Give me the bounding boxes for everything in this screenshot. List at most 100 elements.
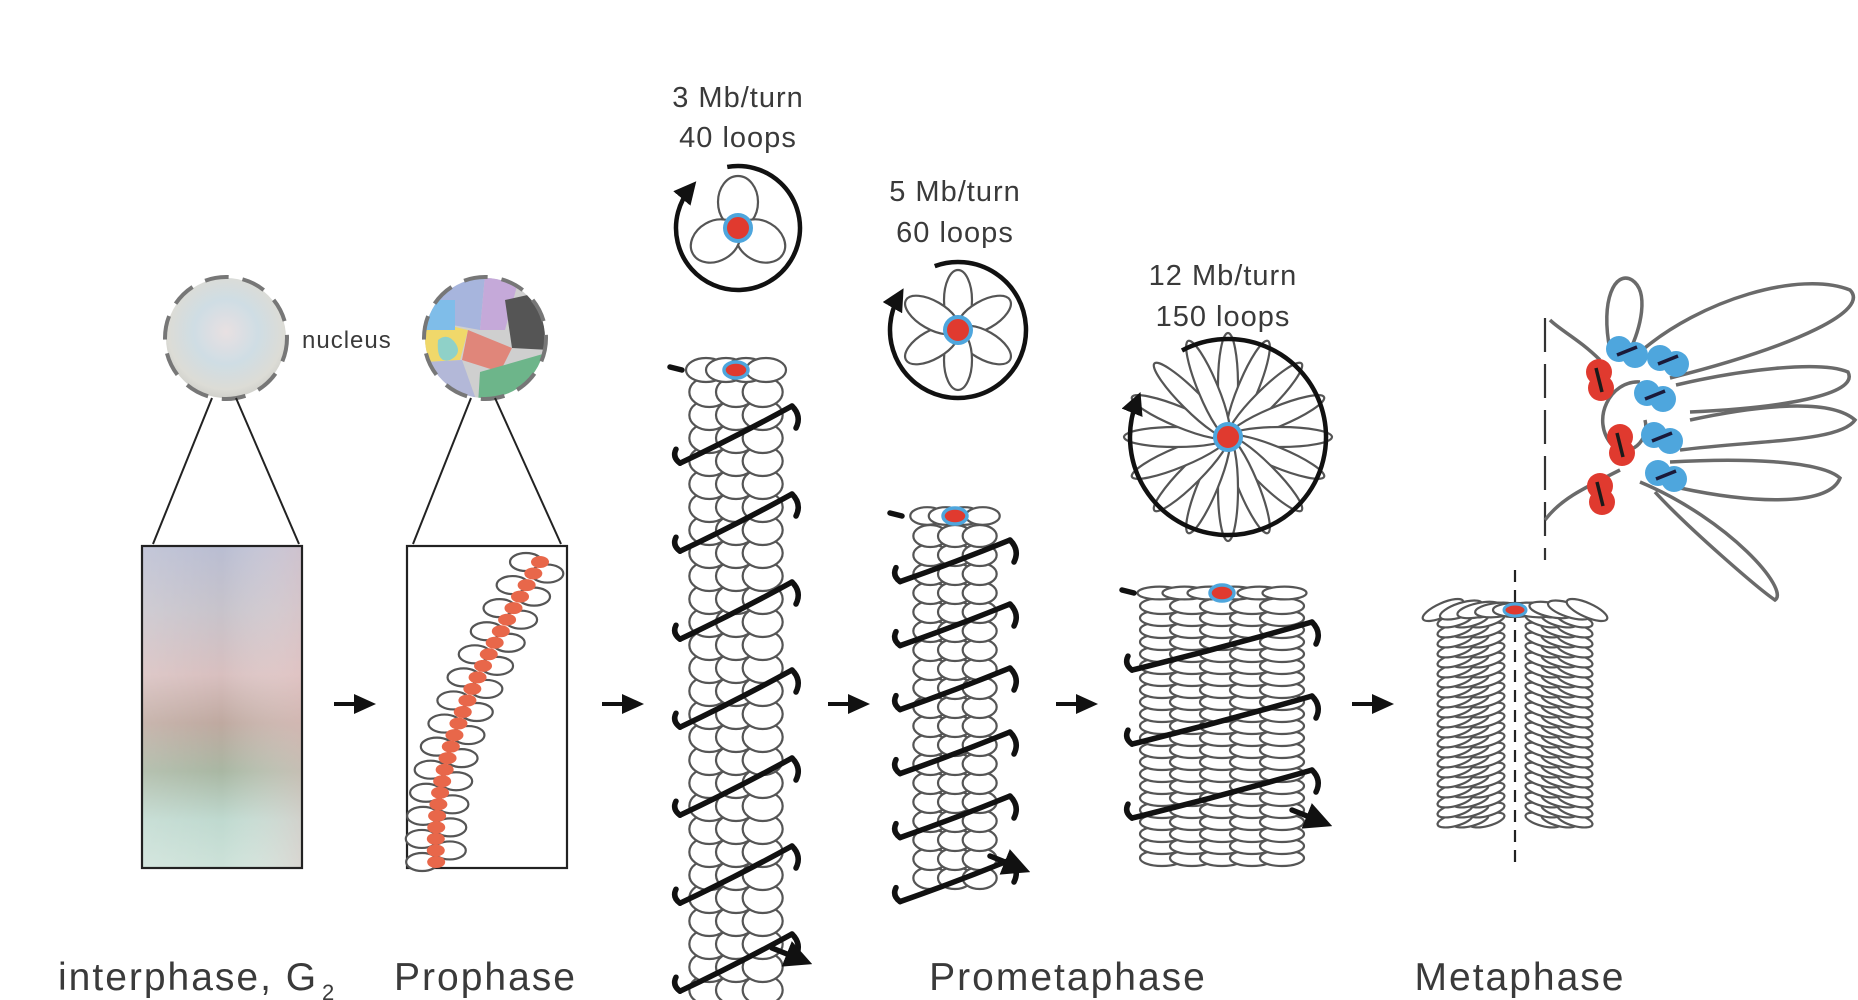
metaphase-label: Metaphase	[1415, 956, 1626, 999]
helix-turn-edge	[789, 755, 801, 783]
axis-condensin	[463, 682, 482, 695]
scaffold-core	[1213, 422, 1243, 452]
helix-end-arrow	[1289, 803, 1333, 829]
chromatin-loop	[744, 356, 788, 384]
axis-condensin	[468, 671, 487, 684]
helix-turn-edge	[1123, 801, 1135, 821]
right-arrow-icon	[1352, 694, 1394, 714]
axis-condensin	[524, 567, 543, 580]
helix-turn-edge	[789, 667, 801, 695]
helix-turn-edge	[1123, 653, 1135, 673]
helix-turn-edge	[671, 710, 683, 730]
axis-condensin	[427, 821, 446, 834]
helix-2-column	[887, 506, 1031, 905]
helix-turn-edge	[1007, 665, 1019, 693]
prophase-nuclear-envelope	[422, 275, 548, 401]
helix-turn	[677, 843, 795, 906]
axis-condensin	[531, 556, 549, 568]
axis-condensin	[504, 602, 523, 615]
helix-turn-edge	[789, 403, 801, 431]
helix-turn-edge	[1007, 601, 1019, 629]
scaffold-core	[943, 315, 973, 345]
helix-1-loops: 40 loops	[679, 122, 797, 154]
helix-turn-edge	[1007, 793, 1019, 821]
condensin-i	[1661, 466, 1687, 492]
axis-condensin	[485, 636, 504, 649]
helix-end-arrow	[769, 941, 813, 967]
helix-turn-edge	[789, 931, 801, 959]
interphase-nucleus	[166, 278, 286, 398]
helix-turn-edge	[1309, 619, 1321, 647]
helix-turn-edge	[891, 820, 903, 841]
helix-turn-edge	[891, 628, 903, 649]
axis-condensin	[426, 844, 445, 857]
scaffold-core	[722, 360, 750, 380]
prophase-nucleus-territories	[425, 278, 545, 398]
axis-condensin	[431, 786, 450, 799]
nucleus-label: nucleus	[302, 327, 392, 354]
helix-3-loops: 150 loops	[1156, 301, 1291, 333]
helix-turn	[897, 793, 1013, 841]
chromatin-loop-strand	[1679, 404, 1858, 452]
helix-turn	[677, 579, 795, 642]
condensin-i-link	[1655, 469, 1677, 481]
helix-turn	[897, 601, 1013, 649]
scaffold-core	[941, 506, 969, 526]
helix-turn-edge	[789, 579, 801, 607]
helix-turn-edge	[671, 446, 683, 466]
prometaphase-label: Prometaphase	[929, 956, 1207, 999]
right-arrow-icon	[602, 694, 644, 714]
scaffold-core	[1502, 602, 1528, 618]
helix-annotation-1: 3 Mb/turn 40 loops	[672, 82, 804, 154]
prophase-loop-array	[404, 551, 565, 873]
axis-condensin	[449, 717, 468, 730]
axis-condensin	[428, 809, 447, 822]
helix-turn	[897, 665, 1013, 713]
helix-turn-edge	[891, 884, 903, 905]
condensin-i	[1650, 386, 1676, 412]
helix-turn	[677, 931, 795, 994]
condensin-i	[1663, 351, 1689, 377]
condensin-i-link	[1644, 389, 1666, 401]
metaphase-chromatid	[1421, 570, 1609, 870]
condensin-ii-link	[1595, 481, 1605, 507]
helix-1-rate: 3 Mb/turn	[672, 82, 804, 114]
helix-2-loops: 60 loops	[896, 217, 1014, 249]
helix-3-rate: 12 Mb/turn	[1149, 260, 1298, 292]
helix-turn	[897, 857, 1013, 905]
helix-1-top-view	[673, 163, 803, 293]
chromatin-loop-strand	[1543, 468, 1621, 522]
axis-condensin	[458, 694, 477, 707]
helix-turn	[677, 491, 795, 554]
chromatin-loop-strand	[1639, 480, 1779, 603]
helix-turn-edge	[671, 622, 683, 642]
zoom-line-right	[494, 397, 562, 545]
right-arrow-icon	[828, 694, 870, 714]
condensin-i	[1622, 342, 1648, 368]
axis-condensin	[517, 579, 536, 592]
helix-end-arrow	[987, 849, 1031, 875]
interphase-stage: nucleus interphase, G 2	[58, 275, 392, 1000]
zoom-line-right	[235, 397, 300, 545]
zoom-line-left	[152, 397, 213, 545]
condensin-i	[1657, 428, 1683, 454]
prophase-label: Prophase	[394, 956, 577, 999]
condensin-loop-detail	[1543, 276, 1858, 603]
axis-condensin	[445, 729, 464, 742]
helix-turn-edge	[671, 798, 683, 818]
axis-condensin	[438, 752, 457, 765]
stage-arrows	[334, 694, 1394, 714]
helix-turn-edge	[1123, 727, 1135, 747]
chromatin-loop	[1261, 585, 1308, 601]
helix-turn	[677, 755, 795, 818]
axis-condensin	[511, 590, 530, 603]
helix-2-rate: 5 Mb/turn	[889, 176, 1021, 208]
helix-1-column	[667, 356, 813, 1000]
helix-turn-edge	[671, 534, 683, 554]
chromatin-loop-strand	[1548, 318, 1602, 362]
axis-condensin	[498, 613, 517, 626]
axis-condensin	[453, 706, 472, 718]
circular-arrow-icon	[673, 163, 803, 293]
axis-condensin	[427, 856, 446, 868]
